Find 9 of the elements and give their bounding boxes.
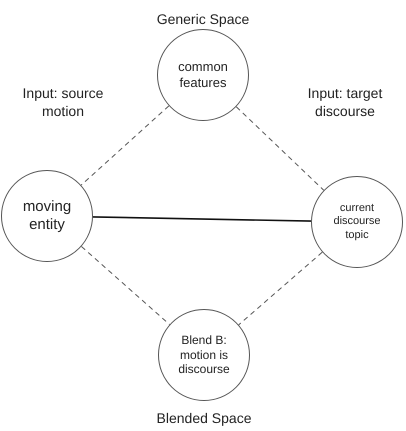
dashed-connector bbox=[80, 246, 170, 325]
space-heading: Blended Space bbox=[156, 409, 252, 427]
space-heading: Input: target discourse bbox=[306, 84, 384, 120]
space-heading: Generic Space bbox=[156, 10, 250, 28]
space-heading: Input: source motion bbox=[22, 84, 104, 120]
dashed-connector bbox=[238, 252, 323, 326]
dashed-connector bbox=[80, 105, 170, 186]
dashed-connector bbox=[236, 106, 324, 191]
connector-line bbox=[92, 216, 312, 222]
